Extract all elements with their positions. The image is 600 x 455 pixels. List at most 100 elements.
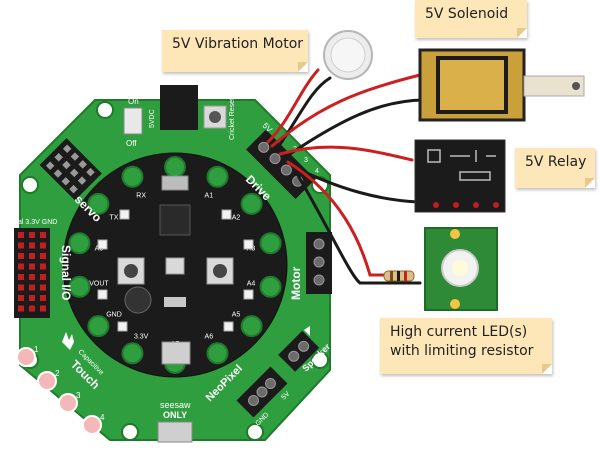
signal-pin (18, 274, 24, 280)
signal-pin (29, 295, 35, 301)
cpx-pad-label: A4 (247, 280, 256, 287)
signal-io-label: Signal I/O (59, 245, 73, 300)
seesaw-label: seesaw (160, 400, 191, 410)
wires (266, 68, 427, 285)
signal-pin (18, 284, 24, 291)
power-switch[interactable] (123, 107, 143, 135)
solenoid-text: 5V Solenoid (425, 6, 509, 22)
signal-io-pins (18, 232, 46, 312)
cpx-pad-label: RX (136, 193, 146, 200)
touch-pad-number: 4 (100, 413, 105, 422)
solenoid-label: 5V Solenoid (415, 0, 527, 38)
usb-micro-port (161, 175, 189, 191)
cpx-pad-label: A2 (232, 214, 241, 221)
cpx-pad-label: A6 (205, 333, 214, 340)
signal-pin (40, 274, 46, 280)
drive-pin-number: 4 (315, 168, 319, 175)
cpx-pad (206, 342, 229, 365)
signal-pin (18, 253, 24, 259)
neopixel-leds (97, 209, 254, 332)
signal-pin (18, 263, 24, 270)
signal-pin (29, 232, 35, 238)
signal-pin-number: 6 (6, 284, 11, 293)
wire-led-red (286, 160, 394, 277)
signal-pin (40, 305, 46, 312)
cpx-pad (259, 275, 282, 298)
signal-pin (29, 274, 35, 280)
signal-pin (40, 253, 46, 259)
wire-motor-black (274, 76, 332, 152)
touch-pad-number: 3 (76, 391, 81, 400)
mounting-holes (21, 101, 329, 441)
vdc-label: 5VDC (149, 109, 156, 128)
speaker-buzzer (124, 286, 152, 314)
motor-gnd-label: GND (340, 262, 347, 278)
slide-switch[interactable] (164, 297, 186, 307)
touch-pad-number: 1 (34, 345, 39, 354)
relay-text: 5V Relay (525, 154, 587, 170)
signal-pin (29, 253, 35, 259)
cpx-pad (68, 275, 91, 298)
signal-pin (40, 232, 46, 238)
vibration-motor-text: 5V Vibration Motor (172, 36, 304, 52)
wire-led-black (294, 170, 422, 285)
cpx-pad (87, 315, 110, 338)
cpx-pad (259, 232, 282, 255)
cpx-pad-label: A5 (232, 312, 241, 319)
dc-power-jack (160, 85, 198, 130)
motor-label: Motor (289, 266, 303, 300)
cpx-pad (121, 342, 144, 365)
speaker-terminal-block (278, 330, 320, 372)
signal-pin-number: 5 (6, 273, 11, 282)
led-label: High current LED(s) with limiting resist… (380, 318, 552, 374)
cpx-pad (87, 192, 110, 215)
signal-pin-number: 8 (6, 305, 11, 314)
signal-pin (18, 295, 24, 301)
wire-solenoid-red (270, 73, 422, 148)
signal-pin-number: 4 (6, 263, 11, 272)
on-label: On (128, 97, 139, 106)
signal-pin (40, 263, 46, 270)
microcontroller-chip (159, 204, 191, 236)
signal-pin-number: 7 (6, 294, 11, 303)
wire-solenoid-black (282, 98, 427, 160)
drive-terminal-block (246, 129, 316, 199)
signal-io-header (14, 228, 50, 318)
servo-header (39, 138, 102, 201)
signal-pin (18, 232, 24, 238)
speaker-icon (304, 326, 310, 336)
signal-pin (29, 242, 35, 249)
cpx-pad (240, 315, 263, 338)
cpx-pad-label: A1 (205, 193, 214, 200)
cpx-pad (240, 192, 263, 215)
neopixel-5v-label: 5V (280, 390, 291, 401)
button-a-cap (124, 264, 138, 278)
touch-pads (16, 347, 102, 435)
signal-pin (40, 295, 46, 301)
cpx-pad-label: VOUT (89, 280, 109, 287)
signal-pin-number: 3 (6, 252, 11, 261)
signal-pin (29, 263, 35, 270)
wire-relay-red (278, 145, 414, 162)
cpx-pad-label: 3.3V (134, 333, 149, 340)
cpx-pad (206, 165, 229, 188)
cpx-pad-label: TX (110, 214, 119, 221)
touch-pad-number: 2 (55, 369, 60, 378)
solenoid-plunger (523, 75, 585, 97)
wire-relay-black (290, 164, 420, 204)
signal-pin (18, 305, 24, 312)
wire-motor-red (266, 68, 320, 144)
off-label: Off (126, 139, 137, 148)
signal-pin-number: 1 (6, 231, 11, 240)
signal-pin (40, 284, 46, 291)
signal-pin (40, 242, 46, 249)
neopixel-terminal-block (236, 366, 288, 418)
cpx-pad-label: GND (106, 312, 122, 319)
battery-connector (161, 341, 191, 365)
vibration-motor-label: 5V Vibration Motor (162, 30, 308, 72)
cricket-reset-label: Cricket Reset (229, 98, 236, 140)
signal-header-label: Signal 3.3V GND (4, 219, 57, 226)
reset-button[interactable] (165, 257, 185, 275)
cpx-pad (68, 232, 91, 255)
